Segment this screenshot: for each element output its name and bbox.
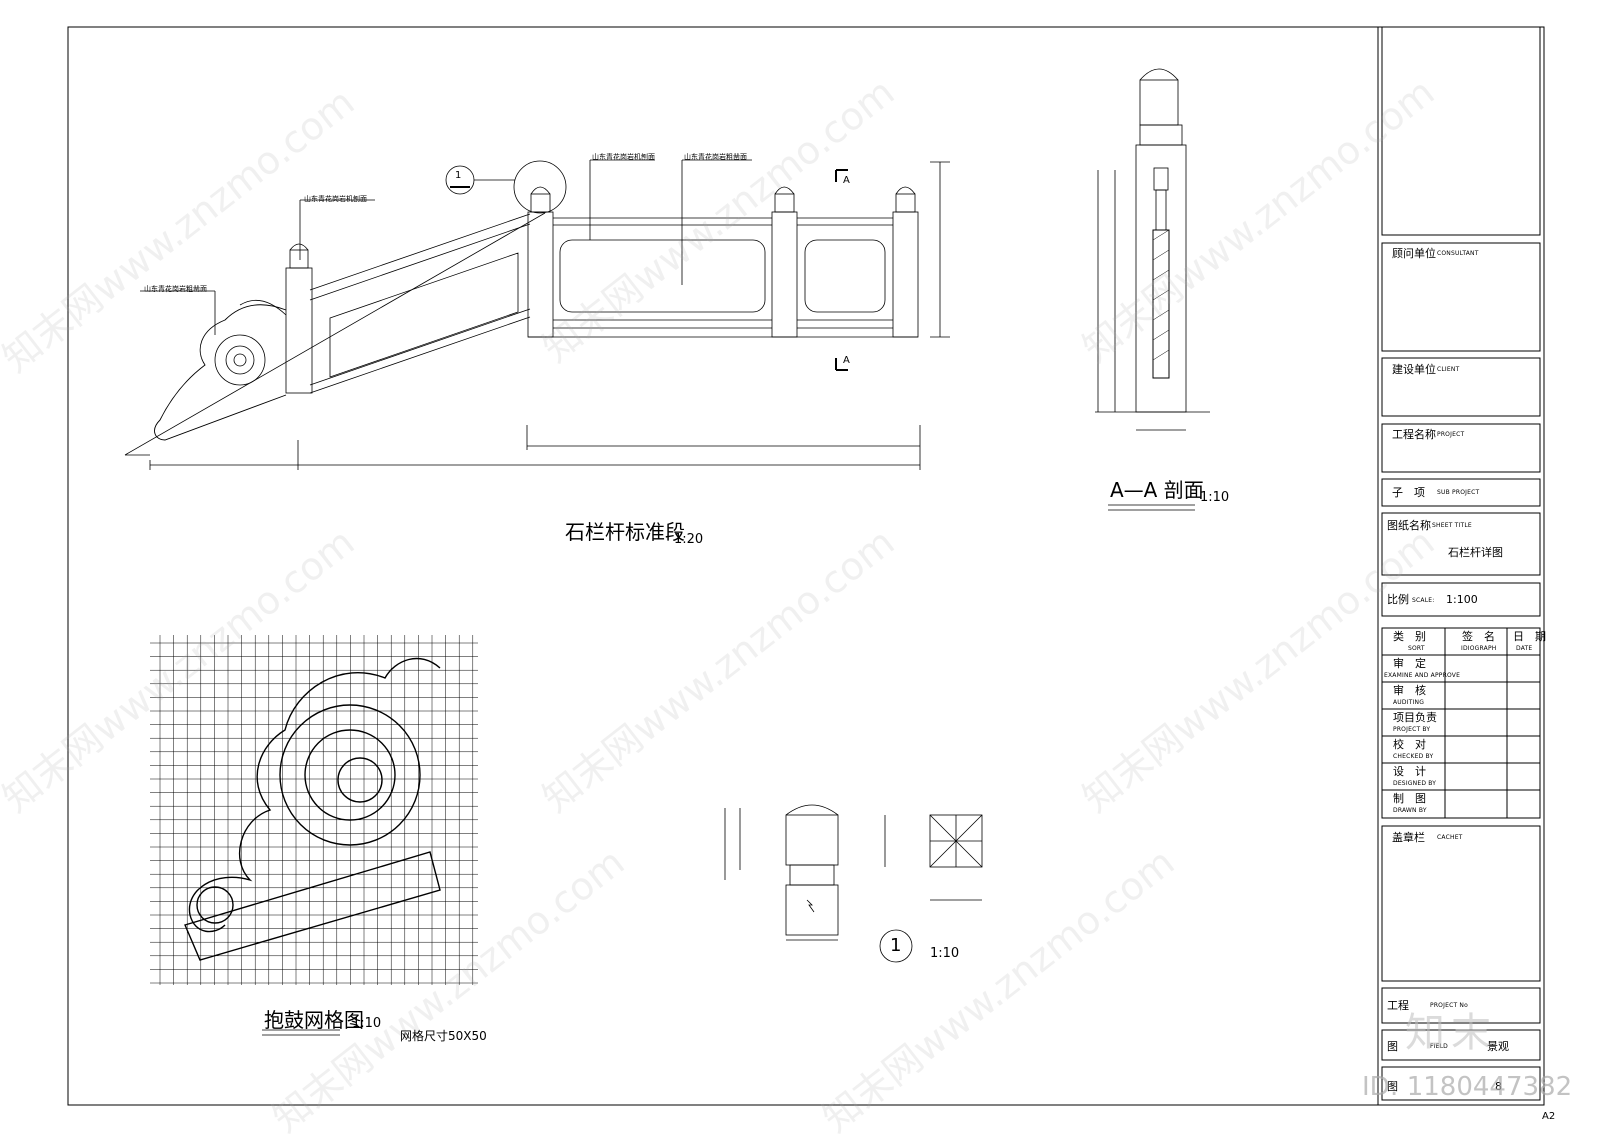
consultant-label-en: CONSULTANT (1437, 250, 1479, 257)
role-project-by-en: PROJECT BY (1393, 726, 1431, 733)
sheet-size: A2 (1542, 1111, 1556, 1122)
sub-project-label-en: SUB PROJECT (1437, 489, 1480, 496)
scale-value: 1:100 (1446, 593, 1478, 606)
note-rail-finish: 山东青花岗岩机刨面 (592, 153, 655, 161)
elevation-scale: 1:20 (674, 532, 704, 547)
sheet-title-value: 石栏杆详图 (1448, 546, 1503, 559)
note-drum-finish: 山东青花岗岩粗凿面 (144, 285, 207, 293)
client-label-en: CLIENT (1437, 366, 1460, 373)
role-designed: 设 计 (1393, 765, 1426, 778)
grid-title: 抱鼓网格图 (264, 1008, 364, 1032)
detail-scale: 1:10 (930, 946, 960, 961)
role-auditing-en: AUDITING (1393, 699, 1425, 706)
field-label-en: FIELD (1430, 1043, 1448, 1050)
grid-scale: 1:10 (352, 1016, 382, 1031)
note-panel-finish: 山东青花岗岩粗凿面 (684, 153, 747, 161)
header-sort-en: SORT (1408, 645, 1425, 652)
watermark-id: ID: 1180447382 (1362, 1072, 1573, 1102)
role-drawn-en: DRAWN BY (1393, 807, 1427, 814)
header-date-en: DATE (1516, 645, 1533, 652)
section-a-a (1095, 68, 1210, 511)
section-title: A—A 剖面 (1110, 478, 1204, 502)
client-label: 建设单位 (1392, 363, 1436, 376)
role-approve: 审 定 (1393, 657, 1426, 670)
detail-1 (724, 804, 983, 963)
section-marker-top: A (843, 175, 850, 186)
header-sort: 类 别 (1393, 630, 1426, 643)
sheet-title-label: 图纸名称 (1387, 519, 1431, 532)
role-project-by: 项目负责 (1393, 711, 1437, 724)
scale-label: 比例 (1387, 593, 1409, 606)
section-marker-bottom: A (843, 355, 850, 366)
header-date: 日 期 (1513, 630, 1546, 643)
note-pillar-finish: 山东青花岗岩机刨面 (304, 195, 367, 203)
detail-number: 1 (890, 935, 902, 956)
watermark-brand: 知末 (1405, 1010, 1497, 1056)
drum-grid (150, 635, 478, 985)
sheet-no-value: 8 (1495, 1080, 1502, 1093)
balustrade-elevation (124, 159, 950, 470)
role-checked-en: CHECKED BY (1393, 753, 1434, 760)
role-approve-en: EXAMINE AND APPROVE (1384, 672, 1461, 679)
role-auditing: 审 核 (1393, 684, 1426, 697)
section-scale: 1:10 (1200, 490, 1230, 505)
header-idiograph-en: IDIOGRAPH (1461, 645, 1497, 652)
cachet-label: 盖章栏 (1392, 831, 1425, 844)
scale-label-en: SCALE: (1412, 597, 1435, 604)
sheet-border (67, 26, 1545, 1106)
sub-project-label: 子 项 (1392, 486, 1425, 499)
field-label: 图 (1387, 1040, 1398, 1053)
sheet-no-label: 图 (1387, 1080, 1398, 1093)
project-no-label: 工程 (1387, 999, 1409, 1012)
elevation-title: 石栏杆标准段 (565, 520, 685, 544)
grid-note: 网格尺寸50X50 (400, 1029, 487, 1043)
role-drawn: 制 图 (1393, 792, 1426, 805)
header-idiograph: 签 名 (1462, 630, 1495, 643)
project-label: 工程名称 (1392, 428, 1436, 441)
project-label-en: PROJECT (1437, 431, 1465, 438)
project-no-label-en: PROJECT No (1430, 1002, 1468, 1009)
role-designed-en: DESIGNED BY (1393, 780, 1437, 787)
role-checked: 校 对 (1393, 738, 1426, 751)
drum-scroll (184, 657, 441, 1036)
consultant-label: 顾问单位 (1392, 247, 1436, 260)
sheet-title-label-en: SHEET TITLE (1432, 522, 1472, 529)
callout-number: 1 (455, 170, 462, 181)
cachet-label-en: CACHET (1437, 834, 1463, 841)
field-value: 景观 (1487, 1040, 1509, 1053)
title-block (1381, 26, 1541, 1101)
